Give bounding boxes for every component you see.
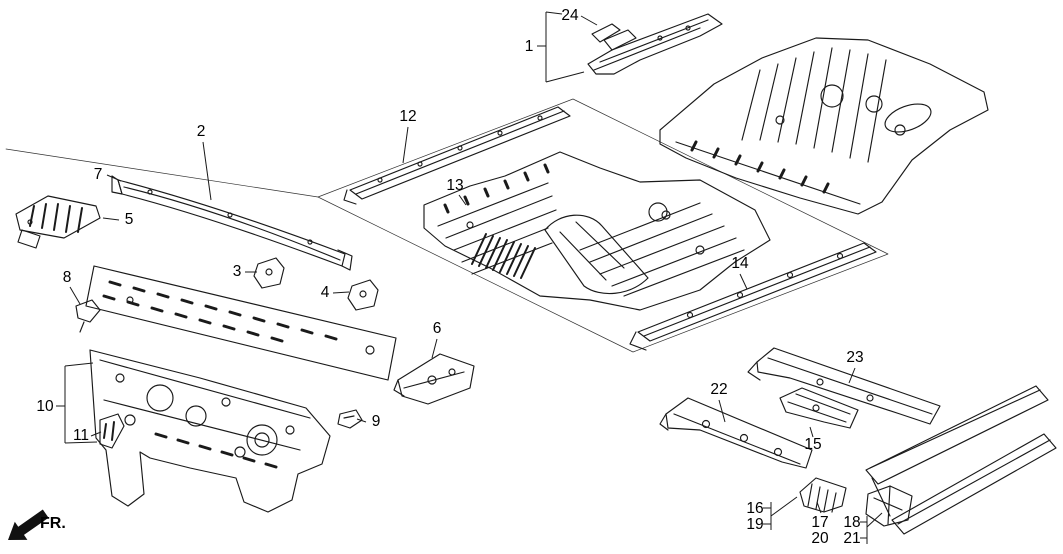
callout-7[interactable]: 7	[94, 166, 122, 183]
leader-line	[102, 217, 120, 221]
part-clip-8	[75, 299, 101, 333]
callout-24[interactable]: 24	[561, 7, 598, 26]
callout-label-23[interactable]: 23	[846, 349, 863, 366]
callout-label-1[interactable]: 1	[525, 38, 534, 55]
callout-12[interactable]: 12	[399, 108, 417, 164]
callout-label-22[interactable]: 22	[710, 381, 727, 398]
callout-label-8[interactable]: 8	[63, 269, 72, 286]
callout-8[interactable]: 8	[63, 269, 81, 305]
leader-line	[809, 426, 814, 438]
leader-line	[718, 399, 726, 423]
leader-line	[90, 431, 102, 437]
part-side-sill-left	[343, 106, 571, 205]
leader-line	[458, 194, 467, 206]
part-rear-floor-panel	[659, 37, 989, 215]
callout-16-19[interactable]: 16 19	[746, 496, 798, 533]
callout-14[interactable]: 14	[731, 255, 749, 290]
leader-line	[356, 418, 367, 423]
callout-3[interactable]: 3	[233, 263, 257, 280]
part-bracket-15	[779, 387, 859, 429]
callout-1[interactable]: 1	[525, 11, 585, 83]
part-front-floor-panel	[423, 151, 771, 311]
callout-label-15[interactable]: 15	[804, 436, 821, 453]
grouping-box-floor	[5, 98, 889, 353]
callout-4[interactable]: 4	[321, 284, 350, 301]
part-bracket-11	[99, 413, 125, 449]
callout-5[interactable]: 5	[102, 211, 134, 228]
callout-label-11[interactable]: 11	[73, 427, 89, 444]
callout-11[interactable]: 11	[73, 427, 102, 444]
callout-label-20[interactable]: 20	[811, 530, 829, 547]
callout-2[interactable]: 2	[197, 123, 212, 201]
callout-17-20[interactable]: 17 20	[811, 501, 829, 547]
callout-label-13[interactable]: 13	[446, 177, 463, 194]
leader-line	[64, 362, 94, 367]
part-grommet-9	[337, 409, 363, 429]
callout-6[interactable]: 6	[431, 320, 442, 359]
callout-label-5[interactable]: 5	[125, 211, 134, 228]
callout-label-24[interactable]: 24	[561, 7, 579, 24]
fr-label: FR.	[40, 515, 66, 532]
part-bracket-18-21	[865, 485, 913, 527]
part-side-frame-rails	[865, 385, 1057, 535]
part-cowl-top-rail	[111, 175, 353, 271]
callout-label-4[interactable]: 4	[321, 284, 330, 301]
callout-22[interactable]: 22	[710, 381, 728, 423]
part-crossmember-23	[747, 347, 941, 425]
callout-10[interactable]: 10	[36, 362, 98, 444]
leader-line	[816, 501, 822, 514]
callout-label-17[interactable]: 17	[811, 514, 828, 531]
callout-13[interactable]: 13	[446, 177, 467, 206]
part-bracket-6	[393, 353, 475, 405]
leader-line	[106, 174, 122, 182]
part-bracket-5	[15, 195, 101, 249]
leader-line	[866, 512, 883, 528]
part-bracket-17-20	[799, 477, 847, 513]
callout-label-3[interactable]: 3	[233, 263, 242, 280]
leader-line	[739, 273, 748, 290]
part-bracket-4	[347, 279, 379, 311]
leader-line	[402, 126, 409, 164]
leader-line	[431, 338, 438, 359]
callout-label-9[interactable]: 9	[372, 413, 381, 430]
leader-line	[770, 496, 798, 517]
part-side-sill-right	[629, 242, 877, 351]
callout-label-12[interactable]: 12	[399, 108, 416, 125]
fr-arrow-icon	[8, 509, 49, 540]
part-crossmember-22	[659, 397, 813, 469]
leader-line	[545, 11, 563, 15]
part-bracket-3	[253, 257, 285, 289]
leader-line	[202, 141, 212, 201]
callout-label-21[interactable]: 21	[843, 530, 860, 547]
part-cowl-top-panel	[85, 265, 397, 381]
callout-label-6[interactable]: 6	[433, 320, 442, 337]
callout-23[interactable]: 23	[846, 349, 864, 384]
callout-label-16[interactable]: 16	[746, 500, 763, 517]
callout-label-19[interactable]: 19	[746, 516, 763, 533]
leader-line	[332, 291, 350, 294]
part-front-crossmember	[587, 13, 723, 75]
callout-label-7[interactable]: 7	[94, 166, 103, 183]
callout-9[interactable]: 9	[356, 413, 381, 430]
leader-line	[545, 71, 585, 83]
callout-15[interactable]: 15	[804, 426, 822, 453]
callout-label-10[interactable]: 10	[36, 398, 54, 415]
part-dashboard-lower-panel	[89, 349, 331, 513]
leader-line	[848, 367, 856, 384]
callout-label-18[interactable]: 18	[843, 514, 860, 531]
callout-18-21[interactable]: 18 21	[843, 512, 883, 547]
leader-line	[64, 441, 98, 444]
fr-direction-indicator: FR.	[8, 509, 66, 540]
leader-line	[580, 15, 598, 26]
leader-line	[69, 286, 81, 305]
callout-label-2[interactable]: 2	[197, 123, 206, 140]
callout-label-14[interactable]: 14	[731, 255, 749, 272]
